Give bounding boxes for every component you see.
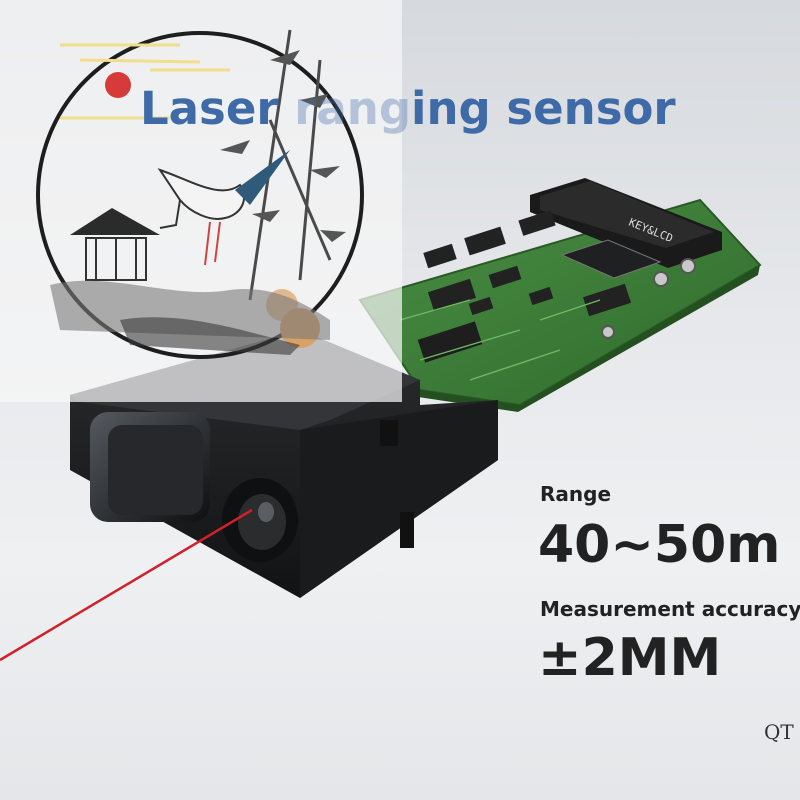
brand-mark: QT [764, 720, 794, 744]
title-suffix: ing sensor [411, 82, 676, 135]
crane-painting-watermark [36, 29, 364, 359]
product-title: Laser ranging sensor [140, 82, 676, 135]
emitter-lens [238, 494, 286, 550]
title-prefix: Laser [140, 82, 295, 135]
red-sun [105, 72, 131, 98]
range-label: Range [540, 482, 612, 506]
range-value: 40~50m [538, 515, 781, 575]
title-obscured-part: rang [294, 82, 412, 135]
accuracy-value: ±2MM [538, 628, 722, 688]
circuit-board: KEY&LCD [358, 178, 762, 412]
accuracy-label: Measurement accuracy [540, 597, 800, 621]
laser-beam [0, 508, 253, 662]
watermark-panel [0, 0, 402, 402]
